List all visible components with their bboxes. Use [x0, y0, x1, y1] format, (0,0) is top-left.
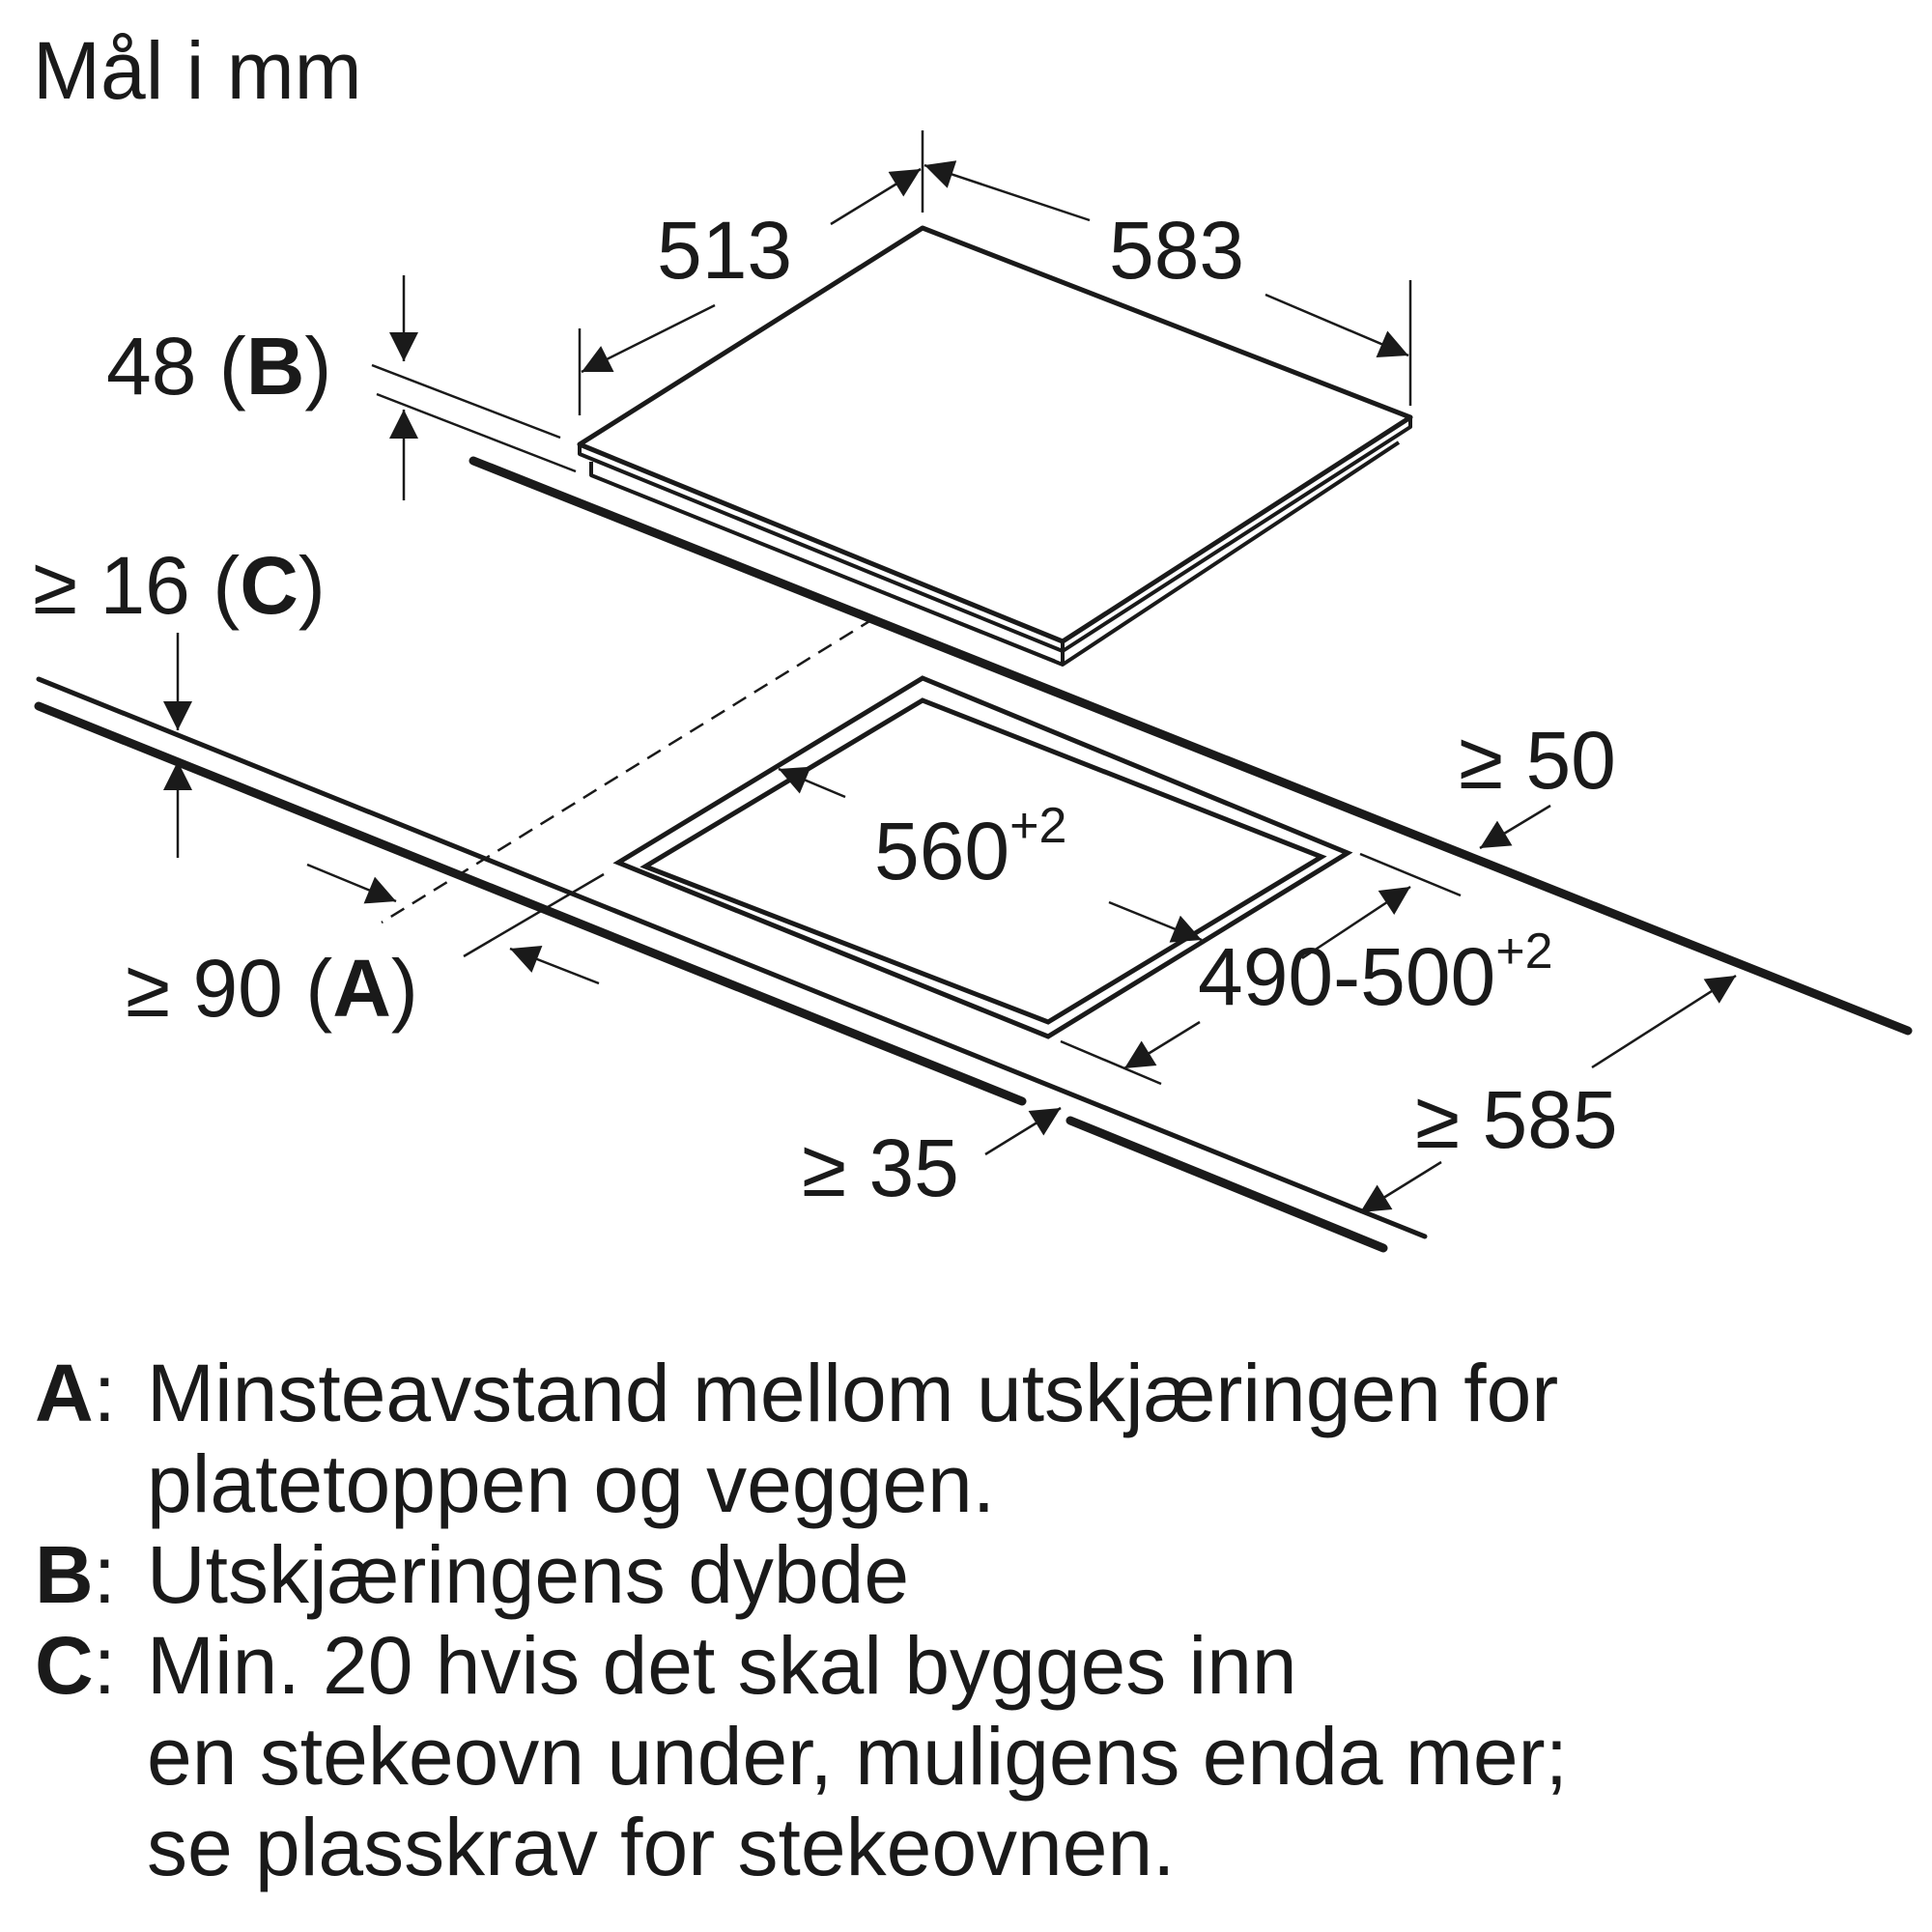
dimension-line [1108, 900, 1203, 943]
legend-key-a: A [35, 1348, 94, 1438]
dimension-label-50: ≥ 50 [1459, 715, 1616, 806]
dimension-line [1591, 974, 1737, 1069]
legend-key-c: C [35, 1620, 94, 1711]
dimension-50 [1479, 804, 1551, 850]
dimension-label-513: 513 [657, 205, 792, 296]
dimension-line [1479, 804, 1551, 850]
dimension-90 [306, 863, 605, 985]
dimension-490 [1060, 852, 1462, 1086]
cooktop-underside-edge [590, 473, 1056, 663]
extension-line [1060, 1039, 1162, 1086]
dimension-line [830, 167, 922, 226]
worktop-front [34, 676, 1428, 1253]
dimension-35 [984, 1106, 1062, 1156]
worktop-back-edge [469, 456, 1913, 1036]
legend-a-line-1: Minsteavstand mellom utskjæringen for [147, 1348, 1559, 1438]
legend: A: Minsteavstand mellom utskjæringen for… [35, 1348, 1899, 1892]
dimension-16-value: ≥ 16 [33, 540, 190, 631]
extension-line [1359, 852, 1462, 897]
extension-line [463, 872, 605, 958]
dimension-48 [371, 275, 577, 500]
dimension-line [778, 766, 846, 799]
dimension-label-583: 583 [1109, 205, 1244, 296]
legend-item-a: A: Minsteavstand mellom utskjæringen for… [35, 1348, 1899, 1529]
legend-c-line-3: se plasskrav for stekeovnen. [147, 1802, 1176, 1892]
extension-line [376, 392, 577, 473]
legend-c-line-2: en stekeovn under, muligens enda mer; [147, 1711, 1568, 1802]
dimension-label-585: ≥ 585 [1415, 1074, 1618, 1165]
legend-item-c: C: Min. 20 hvis det skal bygges inn en s… [35, 1620, 1899, 1892]
dimension-90-letter: A [332, 943, 391, 1034]
dimension-560-tolerance: +2 [1009, 798, 1066, 854]
legend-b-line-1: Utskjæringens dybde [147, 1529, 910, 1620]
dimension-line [1301, 885, 1411, 960]
worktop-front-bottom-edge-right [1065, 1116, 1388, 1253]
dimension-label-560: 560+2 [874, 798, 1066, 896]
dimension-line [1264, 293, 1409, 358]
legend-a-line-2: platetoppen og veggen. [147, 1438, 996, 1529]
extension-line [371, 363, 561, 440]
dimension-490-tolerance: +2 [1495, 923, 1552, 980]
dimension-16-letter: C [240, 540, 298, 631]
dimension-513 [578, 130, 924, 415]
dimension-line [1359, 1160, 1442, 1214]
dimension-490-value: 490-500 [1198, 931, 1495, 1022]
worktop-front-top-edge [36, 676, 1428, 1239]
worktop-front-bottom-edge-left [34, 701, 1027, 1106]
dimension-line [509, 945, 600, 985]
units-title: Mål i mm [33, 25, 362, 116]
dimension-48-letter: B [246, 321, 305, 412]
dimension-label-48: 48 (B) [106, 321, 331, 412]
legend-c-line-1: Min. 20 hvis det skal bygges inn [147, 1620, 1297, 1711]
dimension-label-90: ≥ 90 (A) [126, 943, 418, 1034]
dimension-560 [778, 766, 1203, 943]
dimension-line [1123, 1020, 1201, 1070]
dimension-585 [1359, 974, 1737, 1214]
dimension-48-value: 48 [106, 321, 196, 412]
dimension-90-value: ≥ 90 [126, 943, 283, 1034]
dimension-label-490: 490-500+2 [1198, 923, 1553, 1022]
cutout-inner [639, 697, 1327, 1025]
cutout-outer [612, 675, 1353, 1039]
dimension-line [581, 303, 716, 374]
dimension-560-value: 560 [874, 806, 1009, 896]
legend-key-b: B [35, 1529, 94, 1620]
cutout [612, 675, 1353, 1039]
cooktop [577, 225, 1413, 667]
legend-item-b: B: Utskjæringens dybde [35, 1529, 1899, 1620]
dimension-line [306, 863, 397, 904]
dimension-label-35: ≥ 35 [802, 1122, 959, 1213]
projection-dashed-line [381, 616, 875, 924]
dimension-label-16: ≥ 16 (C) [33, 540, 326, 631]
dimension-583 [923, 160, 1412, 406]
dimension-line [923, 160, 1091, 222]
dimension-line [984, 1106, 1062, 1156]
